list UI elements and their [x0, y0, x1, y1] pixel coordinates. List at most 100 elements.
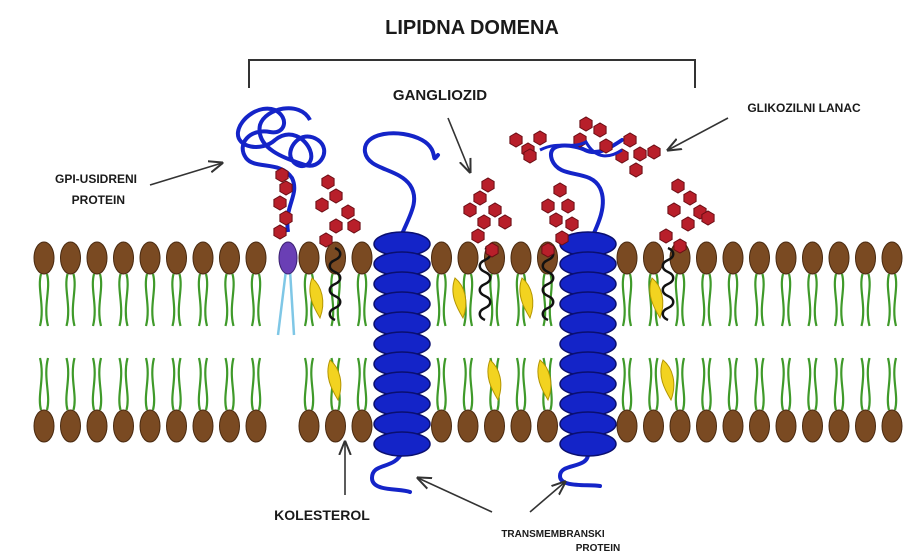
- hexagon-sugar-icon: [684, 191, 696, 205]
- lipid-tail: [888, 274, 890, 326]
- lipid-tail: [815, 358, 817, 410]
- head-group-top: [432, 242, 452, 274]
- protein-helix-segment: [560, 432, 616, 456]
- phospholipid-icon: [167, 242, 187, 442]
- lipid-tail: [205, 358, 207, 410]
- phospholipid-icon: [697, 242, 717, 442]
- hexagon-sugar-icon: [624, 133, 636, 147]
- cholesterol-icon: [520, 278, 533, 318]
- phospholipid-icon: [644, 242, 664, 442]
- lipid-tail: [629, 358, 631, 410]
- phospholipid-icon: [776, 242, 796, 442]
- lipid-tail: [702, 358, 704, 410]
- ganglioside-arrow: [448, 118, 470, 172]
- hexagon-sugar-icon: [674, 239, 686, 253]
- lipid-tail: [762, 358, 764, 410]
- head-group-top: [34, 242, 54, 274]
- lipid-tail: [311, 358, 313, 410]
- hexagon-sugar-icon: [316, 198, 328, 212]
- lipid-tail: [93, 358, 95, 410]
- title-label: LIPIDNA DOMENA: [385, 17, 559, 39]
- lipid-tail: [788, 358, 790, 410]
- phospholipid-icon: [299, 242, 319, 442]
- head-group-top: [87, 242, 107, 274]
- head-group-bottom: [246, 410, 266, 442]
- lipid-tail: [364, 358, 366, 410]
- head-group-bottom: [670, 410, 690, 442]
- lipid-tail: [835, 358, 837, 410]
- lipid-tail: [782, 274, 784, 326]
- hexagon-sugar-icon: [550, 213, 562, 227]
- phospholipid-icon: [246, 242, 266, 442]
- hexagon-sugar-icon: [682, 217, 694, 231]
- head-group-top: [882, 242, 902, 274]
- head-group-top: [776, 242, 796, 274]
- hexagon-sugar-icon: [634, 147, 646, 161]
- lipid-tail: [93, 274, 95, 326]
- phospholipid-icon: [856, 242, 876, 442]
- phospholipid-icon: [458, 242, 478, 442]
- lipid-domain-bracket: [249, 60, 695, 88]
- head-group-top: [803, 242, 823, 274]
- lipid-tail: [179, 274, 181, 326]
- phospholipid-icon: [511, 242, 531, 442]
- protein-extracellular-loop: [365, 133, 438, 234]
- head-group-top: [617, 242, 637, 274]
- lipid-tail: [623, 274, 625, 326]
- head-group-top: [829, 242, 849, 274]
- hexagon-sugar-icon: [542, 199, 554, 213]
- head-group-top: [220, 242, 240, 274]
- lipid-tail: [861, 274, 863, 326]
- glycan-chain-label: GLIKOZILNI LANAC: [747, 101, 861, 115]
- hexagon-sugar-icon: [478, 215, 490, 229]
- hexagon-sugar-icon: [534, 131, 546, 145]
- hexagon-sugar-icon: [668, 203, 680, 217]
- head-group-top: [723, 242, 743, 274]
- lipid-tail: [629, 274, 631, 326]
- lipid-tail: [894, 358, 896, 410]
- lipid-tail: [788, 274, 790, 326]
- lipid-tail: [146, 358, 148, 410]
- lipid-tail: [119, 274, 121, 326]
- cholesterol-label: KOLESTEROL: [274, 507, 370, 523]
- lipid-tail: [46, 274, 48, 326]
- lipid-tail: [305, 274, 307, 326]
- hexagon-sugar-icon: [330, 189, 342, 203]
- lipid-tail: [305, 358, 307, 410]
- lipid-tail: [808, 358, 810, 410]
- phospholipid-icon: [803, 242, 823, 442]
- head-group-bottom: [644, 410, 664, 442]
- lipid-tail: [66, 358, 68, 410]
- phospholipid-icon: [220, 242, 240, 442]
- head-group-bottom: [167, 410, 187, 442]
- hexagon-sugar-icon: [482, 178, 494, 192]
- lipid-tail: [252, 358, 254, 410]
- lipid-tail: [729, 358, 731, 410]
- lipid-tail: [709, 358, 711, 410]
- hexagon-sugar-icon: [556, 231, 568, 245]
- head-group-top: [246, 242, 266, 274]
- lipid-tail: [172, 358, 174, 410]
- hexagon-sugar-icon: [474, 191, 486, 205]
- hexagon-sugar-icon: [594, 123, 606, 137]
- hexagon-sugar-icon: [499, 215, 511, 229]
- head-group-bottom: [114, 410, 134, 442]
- hexagon-sugar-icon: [580, 117, 592, 131]
- lipid-tail: [517, 274, 519, 326]
- phospholipid-icon: [34, 242, 54, 442]
- hexagon-sugar-icon: [348, 219, 360, 233]
- hexagon-sugar-icon: [464, 203, 476, 217]
- glycan-arrow: [668, 118, 728, 150]
- lipid-tail: [252, 274, 254, 326]
- head-group-bottom: [34, 410, 54, 442]
- head-group-bottom: [299, 410, 319, 442]
- head-group-top: [140, 242, 160, 274]
- lipid-tail: [894, 274, 896, 326]
- cholesterol-icon: [661, 360, 674, 400]
- hexagon-sugar-icon: [274, 196, 286, 210]
- lipid-tail: [40, 358, 42, 410]
- hexagon-sugar-icon: [566, 217, 578, 231]
- hexagon-sugar-icon: [660, 229, 672, 243]
- phospholipid-icon: [723, 242, 743, 442]
